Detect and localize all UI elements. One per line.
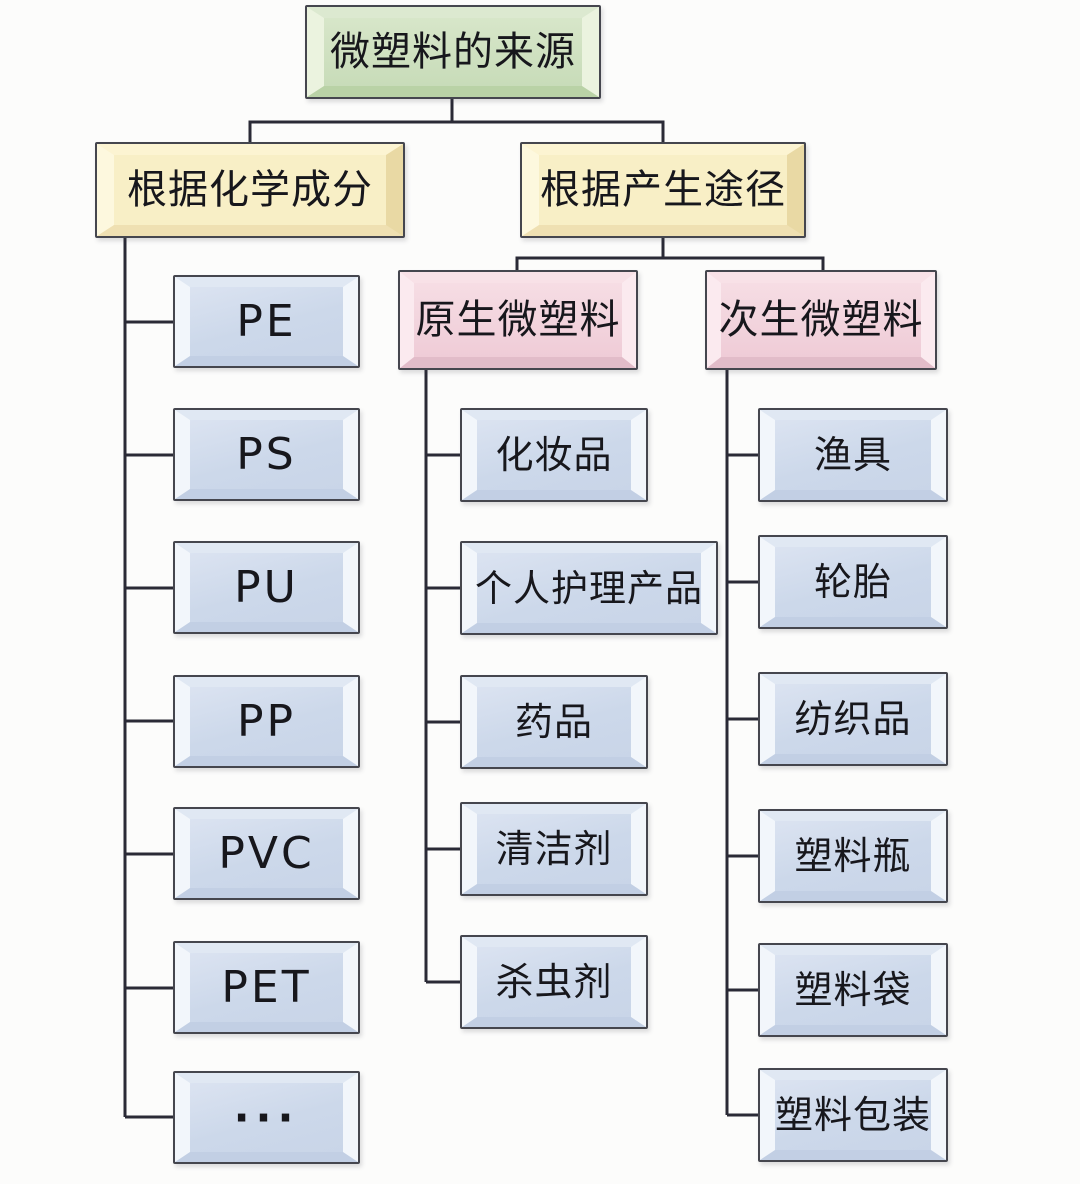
node-pharmaceuticals-label: 药品 (514, 700, 593, 744)
node-pp-label: PP (236, 695, 297, 747)
node-textiles: 纺织品 (758, 672, 948, 766)
node-pvc-label: PVC (218, 827, 315, 879)
node-pesticides-label: 杀虫剂 (495, 960, 613, 1004)
node-plastic-bottles: 塑料瓶 (758, 809, 948, 903)
node-category-pathway: 根据产生途径 (520, 142, 806, 238)
node-plastic-bags: 塑料袋 (758, 943, 948, 1037)
node-pharmaceuticals: 药品 (460, 675, 648, 769)
node-plastic-packaging-label: 塑料包装 (775, 1093, 932, 1137)
node-plastic-packaging: 塑料包装 (758, 1068, 948, 1162)
node-fishing-gear-label: 渔具 (813, 433, 892, 477)
node-plastic-bottles-label: 塑料瓶 (794, 834, 912, 878)
node-root-label: 微塑料的来源 (330, 29, 576, 75)
node-primary-microplastics-label: 原生微塑料 (415, 297, 621, 343)
node-root: 微塑料的来源 (305, 5, 601, 99)
node-pp: PP (173, 675, 360, 768)
node-pu: PU (173, 541, 360, 634)
node-pe-label: PE (236, 295, 297, 347)
node-plastic-bags-label: 塑料袋 (794, 968, 912, 1012)
node-tires-label: 轮胎 (813, 560, 892, 604)
node-personal-care-products-label: 个人护理产品 (475, 566, 703, 610)
node-pe: PE (173, 275, 360, 368)
node-category-pathway-label: 根据产生途径 (540, 167, 786, 213)
node-pet-label: PET (221, 961, 312, 1013)
node-fishing-gear: 渔具 (758, 408, 948, 502)
node-cosmetics: 化妆品 (460, 408, 648, 502)
node-textiles-label: 纺织品 (794, 697, 912, 741)
node-pvc: PVC (173, 807, 360, 900)
node-category-chemical: 根据化学成分 (95, 142, 405, 238)
node-pet: PET (173, 941, 360, 1034)
node-cosmetics-label: 化妆品 (495, 433, 613, 477)
node-pu-label: PU (234, 561, 299, 613)
node-category-chemical-label: 根据化学成分 (127, 167, 373, 213)
node-ellipsis: ··· (173, 1071, 360, 1164)
node-pesticides: 杀虫剂 (460, 935, 648, 1029)
node-primary-microplastics: 原生微塑料 (398, 270, 638, 370)
node-secondary-microplastics: 次生微塑料 (705, 270, 937, 370)
node-secondary-microplastics-label: 次生微塑料 (718, 297, 924, 343)
node-ellipsis-label: ··· (233, 1092, 300, 1142)
node-ps-label: PS (236, 428, 297, 480)
node-detergents-label: 清洁剂 (495, 827, 613, 871)
node-ps: PS (173, 408, 360, 501)
node-tires: 轮胎 (758, 535, 948, 629)
node-personal-care-products: 个人护理产品 (460, 541, 718, 635)
node-detergents: 清洁剂 (460, 802, 648, 896)
